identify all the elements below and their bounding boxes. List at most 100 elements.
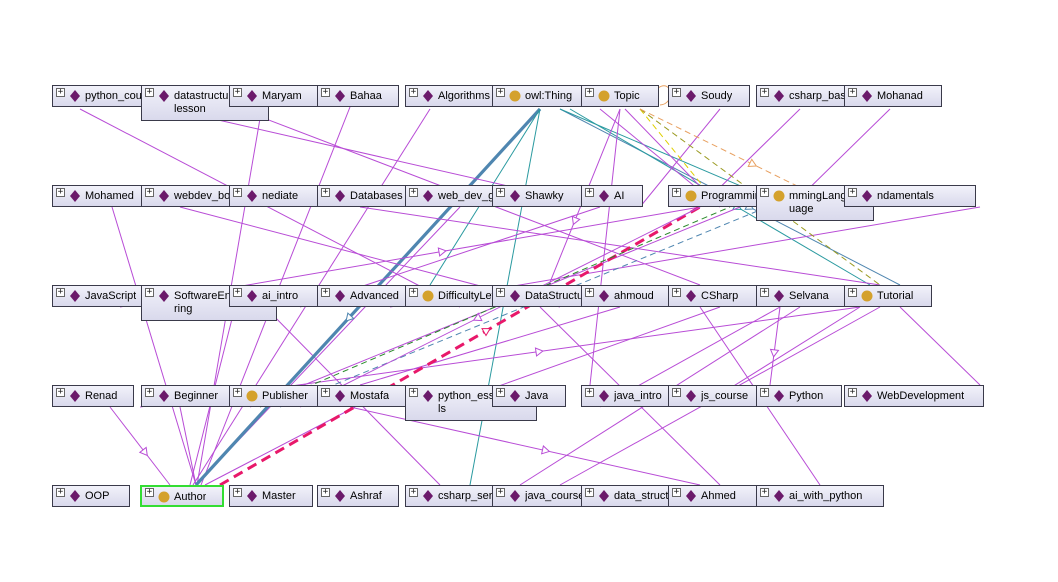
node-intermediate[interactable]: +nediate bbox=[229, 185, 341, 207]
expand-icon[interactable]: + bbox=[848, 87, 857, 97]
class-icon bbox=[598, 90, 610, 102]
node-csharp-basics[interactable]: +csharp_bas bbox=[756, 85, 846, 107]
node-label: ai_with_python bbox=[789, 490, 863, 502]
expand-icon[interactable]: + bbox=[145, 387, 154, 397]
expand-icon[interactable]: + bbox=[409, 187, 418, 197]
expand-icon[interactable]: + bbox=[585, 187, 594, 197]
node-js-course[interactable]: +js_course bbox=[668, 385, 766, 407]
node-owl-thing[interactable]: +owl:Thing bbox=[492, 85, 590, 107]
node-soudy[interactable]: +Soudy bbox=[668, 85, 750, 107]
expand-icon[interactable]: + bbox=[145, 187, 154, 197]
expand-icon[interactable]: + bbox=[760, 487, 769, 497]
node-webdevelopment[interactable]: +WebDevelopment bbox=[844, 385, 984, 407]
expand-icon[interactable]: + bbox=[56, 387, 65, 397]
expand-icon[interactable]: + bbox=[496, 387, 505, 397]
expand-icon[interactable]: + bbox=[145, 87, 154, 97]
expand-icon[interactable]: + bbox=[672, 287, 681, 297]
individual-icon bbox=[510, 390, 520, 402]
expand-icon[interactable]: + bbox=[233, 87, 242, 97]
node-ai-intro[interactable]: + ai_intro bbox=[229, 285, 319, 307]
expand-icon[interactable]: + bbox=[409, 487, 418, 497]
node-author[interactable]: +Author bbox=[140, 485, 224, 507]
node-ai[interactable]: +AI bbox=[581, 185, 643, 207]
expand-icon[interactable]: + bbox=[409, 287, 418, 297]
node-label: Beginner bbox=[174, 390, 219, 402]
expand-icon[interactable]: + bbox=[760, 387, 769, 397]
expand-icon[interactable]: + bbox=[672, 187, 681, 197]
expand-icon[interactable]: + bbox=[672, 487, 681, 497]
node-maryam[interactable]: +Maryam bbox=[229, 85, 321, 107]
expand-icon[interactable]: + bbox=[145, 287, 154, 297]
expand-icon[interactable]: + bbox=[409, 387, 418, 397]
expand-icon[interactable]: + bbox=[585, 87, 594, 97]
node-bahaa[interactable]: +Bahaa bbox=[317, 85, 399, 107]
node-datastructures-lesson[interactable]: +datastructur lesson bbox=[141, 85, 269, 121]
node-difficultylevel[interactable]: +DifficultyLev bbox=[405, 285, 503, 307]
node-renad[interactable]: +Renad bbox=[52, 385, 134, 407]
node-csharp[interactable]: +CSharp bbox=[668, 285, 760, 307]
expand-icon[interactable]: + bbox=[496, 287, 505, 297]
expand-icon[interactable]: + bbox=[585, 487, 594, 497]
node-javascript[interactable]: +JavaScript bbox=[52, 285, 156, 307]
node-csharp-series[interactable]: +csharp_seri bbox=[405, 485, 505, 507]
node-mohamed[interactable]: +Mohamed bbox=[52, 185, 152, 207]
expand-icon[interactable]: + bbox=[672, 87, 681, 97]
node-ashraf[interactable]: +Ashraf bbox=[317, 485, 399, 507]
node-shawky[interactable]: +Shawky bbox=[492, 185, 584, 207]
expand-icon[interactable]: + bbox=[848, 187, 857, 197]
expand-icon[interactable]: + bbox=[56, 87, 65, 97]
node-python-course[interactable]: +python_cou bbox=[52, 85, 142, 107]
node-label: ai_intro bbox=[262, 290, 299, 302]
node-programminglanguage[interactable]: +mmingLang uage bbox=[756, 185, 874, 221]
node-oop[interactable]: +OOP bbox=[52, 485, 130, 507]
expand-icon[interactable]: + bbox=[233, 487, 242, 497]
expand-icon[interactable]: + bbox=[56, 187, 65, 197]
expand-icon[interactable]: + bbox=[496, 87, 505, 97]
expand-icon[interactable]: + bbox=[848, 387, 857, 397]
expand-icon[interactable]: + bbox=[233, 387, 242, 397]
node-data-structures[interactable]: +data_structu bbox=[581, 485, 687, 507]
expand-icon[interactable]: + bbox=[56, 487, 65, 497]
edge-line bbox=[359, 306, 621, 386]
node-web-dev-guide[interactable]: +web_dev_g bbox=[405, 185, 505, 207]
node-softwareengineering[interactable]: +SoftwareEn ring bbox=[141, 285, 277, 321]
node-topic[interactable]: +Topic bbox=[581, 85, 659, 107]
expand-icon[interactable]: + bbox=[321, 187, 330, 197]
node-master[interactable]: +Master bbox=[229, 485, 313, 507]
expand-icon[interactable]: + bbox=[321, 287, 330, 297]
node-tutorial[interactable]: +Tutorial bbox=[844, 285, 932, 307]
expand-icon[interactable]: + bbox=[848, 287, 857, 297]
node-python[interactable]: +Python bbox=[756, 385, 842, 407]
node-selvana[interactable]: +Selvana bbox=[756, 285, 852, 307]
expand-icon[interactable]: + bbox=[321, 87, 330, 97]
node-advanced[interactable]: +Advanced bbox=[317, 285, 415, 307]
node-fundamentals[interactable]: +ndamentals bbox=[844, 185, 976, 207]
expand-icon[interactable]: + bbox=[760, 287, 769, 297]
node-java[interactable]: +Java bbox=[492, 385, 566, 407]
expand-icon[interactable]: + bbox=[321, 387, 330, 397]
expand-icon[interactable]: + bbox=[145, 487, 154, 497]
expand-icon[interactable]: + bbox=[585, 387, 594, 397]
expand-icon[interactable]: + bbox=[496, 187, 505, 197]
expand-icon[interactable]: + bbox=[496, 487, 505, 497]
node-databases[interactable]: +Databases bbox=[317, 185, 407, 207]
expand-icon[interactable]: + bbox=[585, 287, 594, 297]
node-mohanad[interactable]: +Mohanad bbox=[844, 85, 942, 107]
node-mostafa[interactable]: +Mostafa bbox=[317, 385, 415, 407]
expand-icon[interactable]: + bbox=[672, 387, 681, 397]
expand-icon[interactable]: + bbox=[56, 287, 65, 297]
node-ai-with-python[interactable]: + ai_with_python bbox=[756, 485, 884, 507]
expand-icon[interactable]: + bbox=[760, 87, 769, 97]
node-publisher[interactable]: +Publisher bbox=[229, 385, 333, 407]
node-java-course[interactable]: +java_course bbox=[492, 485, 604, 507]
node-ahmed[interactable]: +Ahmed bbox=[668, 485, 760, 507]
node-algorithms[interactable]: +Algorithms bbox=[405, 85, 495, 107]
expand-icon[interactable]: + bbox=[409, 87, 418, 97]
expand-icon[interactable]: + bbox=[233, 287, 242, 297]
node-beginner[interactable]: + Beginner bbox=[141, 385, 239, 407]
expand-icon[interactable]: + bbox=[321, 487, 330, 497]
node-mahmoud[interactable]: +ahmoud bbox=[581, 285, 679, 307]
expand-icon[interactable]: + bbox=[760, 187, 769, 197]
expand-icon[interactable]: + bbox=[233, 187, 242, 197]
